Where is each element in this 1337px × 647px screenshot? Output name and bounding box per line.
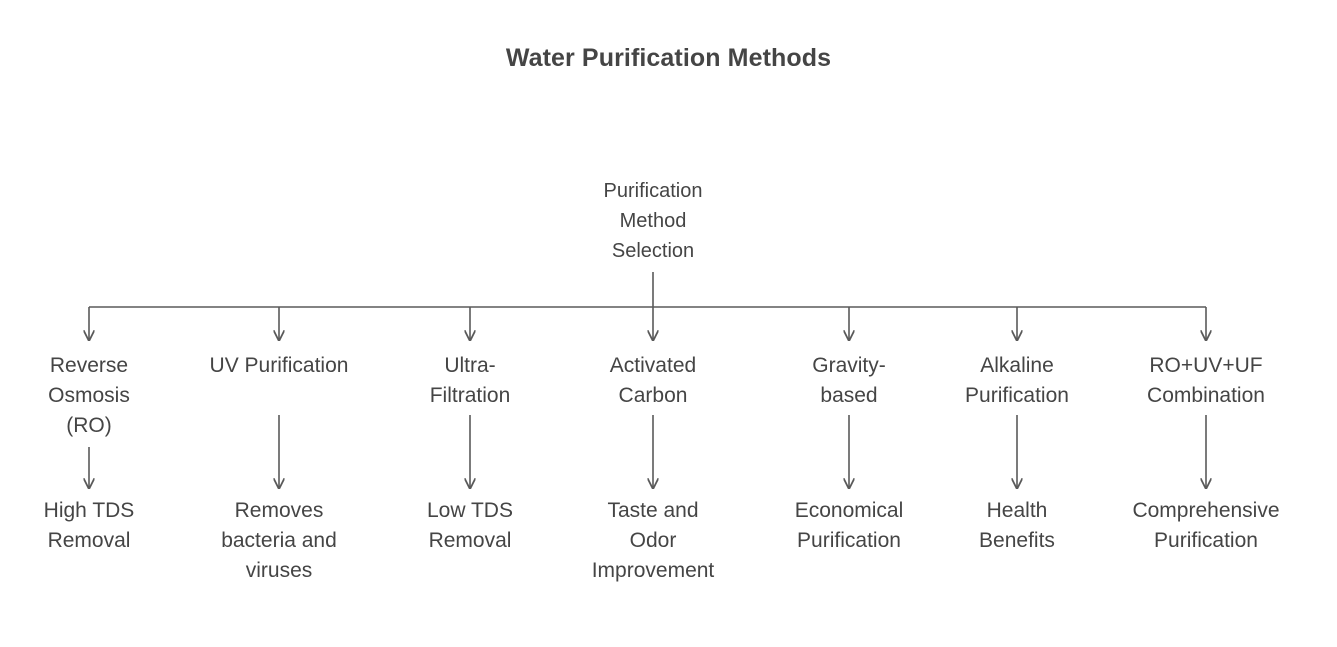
node-method-ultra-filtration[interactable]: Ultra- Filtration bbox=[429, 354, 511, 407]
node-outcome-economical-purification[interactable]: Economical Purification bbox=[794, 499, 904, 552]
node-root[interactable]: Purification Method Selection bbox=[603, 180, 703, 262]
node-outcome-health-benefits[interactable]: Health Benefits bbox=[979, 499, 1055, 552]
node-outcome-taste-and-odor-improvement[interactable]: Taste and Odor Improvement bbox=[591, 499, 715, 582]
node-method-gravity-based[interactable]: Gravity- based bbox=[812, 354, 886, 407]
node-outcome-removes-bacteria-and-viruses[interactable]: Removes bacteria and viruses bbox=[221, 499, 337, 582]
node-outcome-high-tds-removal[interactable]: High TDS Removal bbox=[43, 499, 135, 552]
node-method-reverse-osmosis[interactable]: Reverse Osmosis (RO) bbox=[48, 354, 130, 437]
node-method-uv-purification[interactable]: UV Purification bbox=[209, 354, 349, 377]
node-method-alkaline-purification[interactable]: Alkaline Purification bbox=[965, 354, 1069, 407]
page-title: Water Purification Methods bbox=[505, 44, 832, 72]
node-method-ro-uv-uf-combination[interactable]: RO+UV+UF Combination bbox=[1147, 354, 1265, 407]
node-outcome-comprehensive-purification[interactable]: Comprehensive Purification bbox=[1132, 499, 1280, 552]
node-method-activated-carbon[interactable]: Activated Carbon bbox=[609, 354, 697, 407]
node-outcome-low-tds-removal[interactable]: Low TDS Removal bbox=[427, 499, 513, 552]
